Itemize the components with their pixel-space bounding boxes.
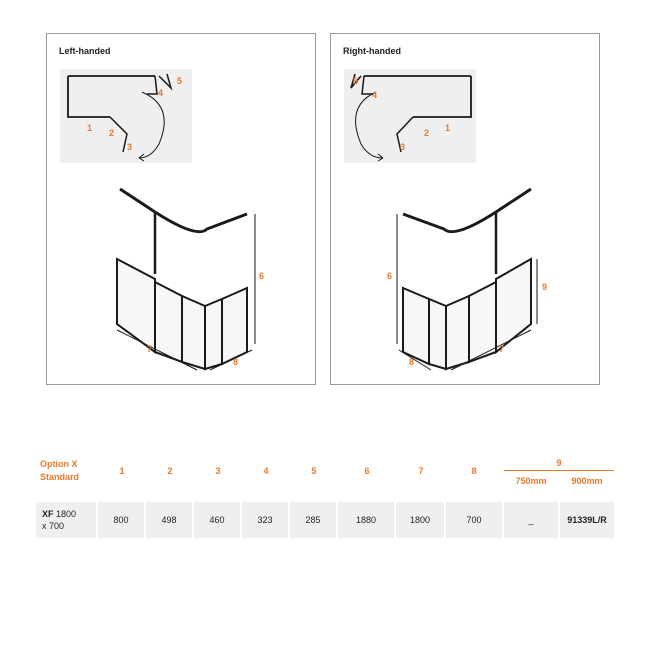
left-handed-diagram: 1 2 3 4 5 6 7 8: [60, 69, 264, 371]
left-swing-arrow-icon: [138, 153, 145, 162]
value-3: 460: [194, 502, 240, 538]
left-rail-front: [119, 187, 156, 214]
left-rail-curve: [154, 210, 248, 234]
right-plan-bg: [344, 69, 476, 163]
right-panel-e: [402, 286, 430, 366]
value-5: 285: [290, 502, 336, 538]
value-7: 1800: [396, 502, 444, 538]
column-header-3: 3: [215, 466, 221, 476]
value-9-900mm: 91339L/R: [560, 502, 614, 538]
left-panel-e: [221, 286, 248, 366]
option-label-line1: Option X: [40, 459, 78, 469]
right-dimension-8: [398, 349, 432, 371]
left-label-3: 3: [127, 142, 132, 152]
right-label-4: 4: [372, 90, 377, 100]
right-label-5: 5: [353, 76, 358, 86]
column-header-9: 9: [556, 458, 562, 468]
right-plan-hinge: [361, 75, 373, 95]
right-panel-c: [445, 294, 470, 371]
column-header-8: 8: [471, 466, 477, 476]
option-label-line2: Standard: [40, 472, 80, 482]
left-handed-title: Left-handed: [59, 46, 111, 56]
left-label-6: 6: [259, 271, 264, 281]
left-plan-door: [109, 116, 128, 153]
right-plan-swing-arc: [355, 91, 384, 159]
left-label-4: 4: [158, 88, 163, 98]
right-plan-end-panel: [350, 73, 362, 89]
right-label-2: 2: [424, 128, 429, 138]
right-rail-front: [495, 187, 532, 214]
group-underline: [504, 470, 614, 471]
column-header-5: 5: [311, 466, 317, 476]
right-label-7: 7: [499, 344, 504, 354]
left-plan-wall: [67, 76, 110, 118]
left-panel-c: [181, 294, 206, 371]
right-label-9: 9: [542, 282, 547, 292]
left-plan-hinge: [147, 75, 158, 95]
right-handed-diagram: 1 2 3 4 5 6 7 8 9: [344, 69, 547, 371]
right-plan-door: [396, 116, 414, 153]
right-swing-arrow-icon: [377, 153, 384, 162]
right-label-8: 8: [409, 357, 414, 367]
value-9-750mm: _: [504, 502, 558, 538]
model-series: XF: [42, 509, 54, 519]
left-label-2: 2: [109, 128, 114, 138]
left-label-8: 8: [233, 357, 238, 367]
left-dimension-8: [209, 349, 253, 371]
model-size-a: 1800: [53, 509, 77, 519]
right-label-3: 3: [400, 142, 405, 152]
subheader-900mm: 900mm: [571, 476, 603, 486]
right-dimension-7: [450, 329, 532, 371]
left-panel-d: [204, 297, 223, 371]
left-panel-a: [116, 257, 156, 354]
column-header-1: 1: [119, 466, 125, 476]
model-cell: XF 1800 x 700: [36, 502, 96, 538]
model-size-b: x 700: [42, 521, 65, 531]
column-header-7: 7: [418, 466, 424, 476]
column-header-4: 4: [263, 466, 269, 476]
model-name: XF 1800 x 700: [42, 508, 76, 532]
right-handed-diagram-panel: Right-handed 1 2 3 4 5 6 7 8 9: [330, 33, 600, 385]
value-2: 498: [146, 502, 192, 538]
value-1: 800: [98, 502, 144, 538]
right-panel-d: [428, 297, 447, 371]
right-label-6: 6: [387, 271, 392, 281]
left-label-7: 7: [147, 344, 152, 354]
value-8: 700: [446, 502, 502, 538]
right-plan-wall: [413, 76, 472, 118]
subheader-750mm: 750mm: [515, 476, 547, 486]
left-handed-diagram-panel: Left-handed 1 2 3 4 5 6 7 8: [46, 33, 316, 385]
column-header-6: 6: [364, 466, 370, 476]
left-plan-bg: [60, 69, 192, 163]
left-label-1: 1: [87, 123, 92, 133]
option-label: Option X Standard: [40, 458, 79, 484]
value-4: 323: [242, 502, 288, 538]
left-plan-end-panel: [158, 73, 173, 91]
left-label-5: 5: [177, 76, 182, 86]
right-rail-curve: [402, 210, 497, 234]
right-handed-title: Right-handed: [343, 46, 401, 56]
column-header-2: 2: [167, 466, 173, 476]
left-panel-b: [154, 280, 183, 364]
left-plan-swing-arc: [138, 91, 165, 159]
right-panel-a: [495, 257, 532, 355]
value-6: 1880: [338, 502, 394, 538]
right-label-1: 1: [445, 123, 450, 133]
left-dimension-7: [116, 329, 198, 371]
